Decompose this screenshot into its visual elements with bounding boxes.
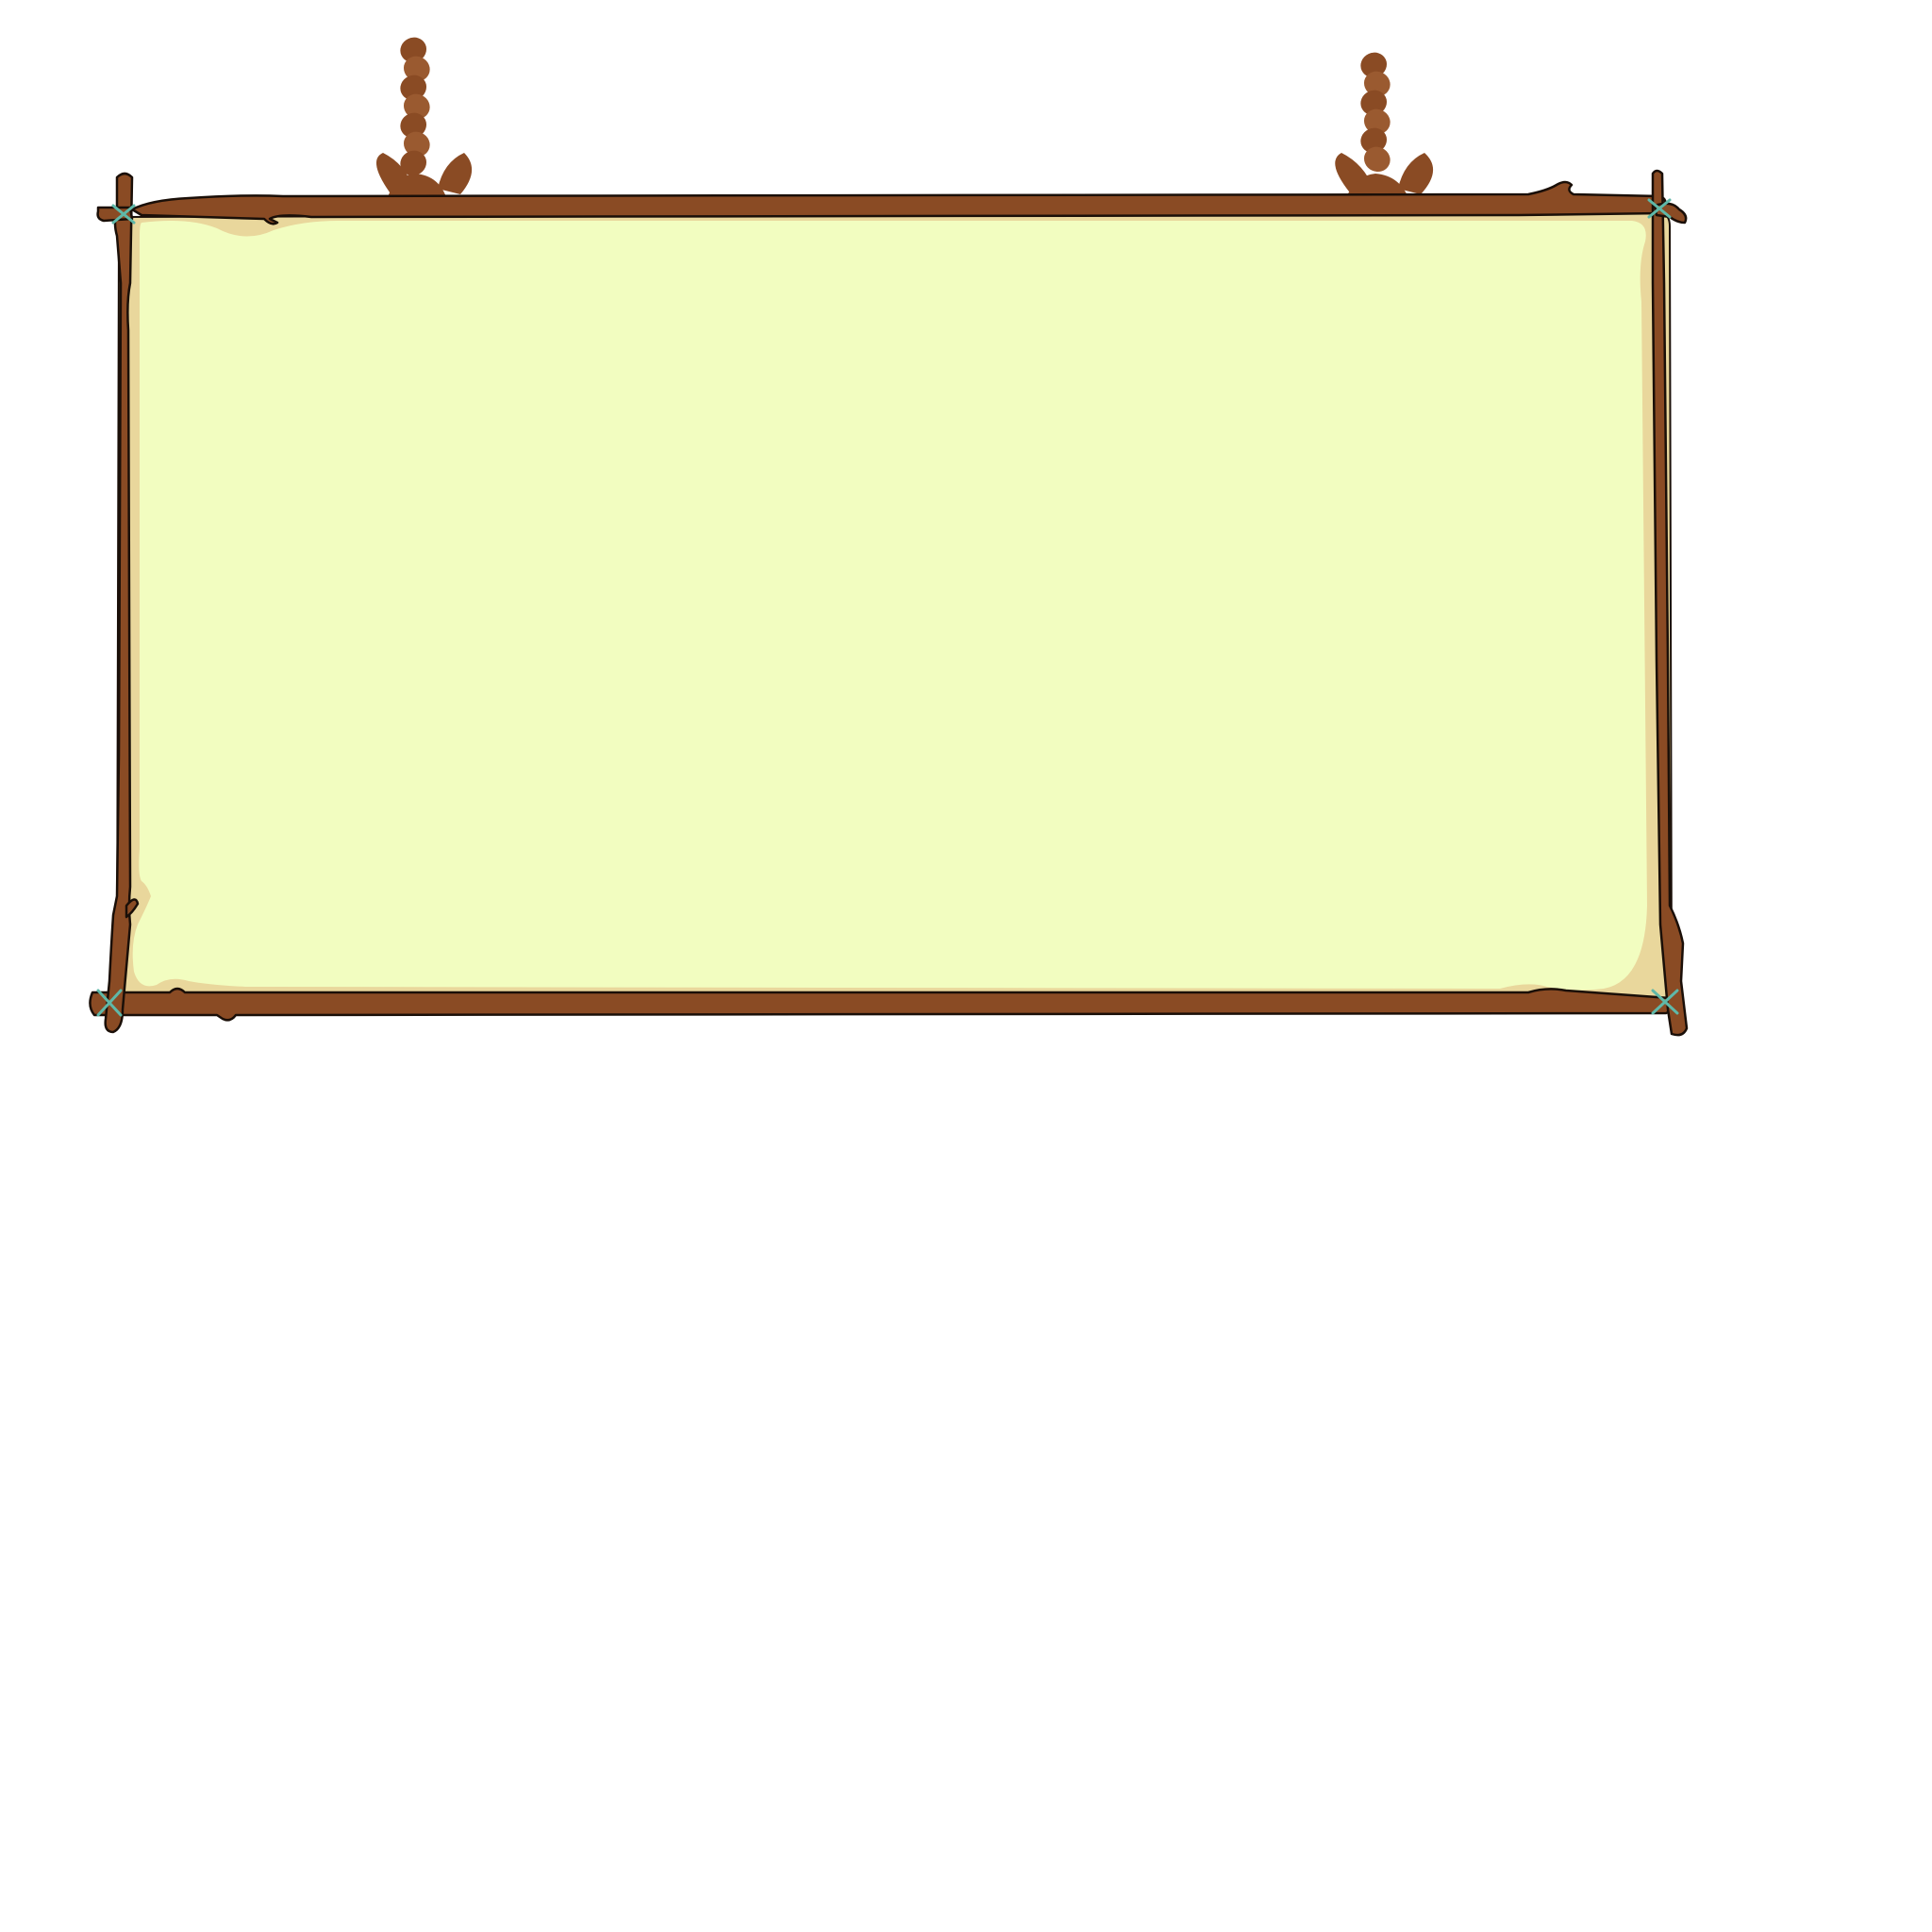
- rope-right-icon: [1360, 52, 1391, 173]
- frame-top-stick: [130, 180, 1667, 225]
- frame-bottom-stick: [89, 987, 1674, 1022]
- lashing-top-right-icon: [1647, 198, 1672, 219]
- knot-left-icon: [375, 153, 473, 200]
- frame-left-stick: [96, 172, 140, 1034]
- lashing-bottom-left-icon: [96, 989, 123, 1017]
- frame-right-stick: [1651, 169, 1689, 1037]
- rope-left-icon: [400, 37, 430, 176]
- lashing-top-left-icon: [111, 204, 136, 225]
- panel-face: [132, 221, 1648, 991]
- lashing-bottom-right-icon: [1651, 989, 1679, 1015]
